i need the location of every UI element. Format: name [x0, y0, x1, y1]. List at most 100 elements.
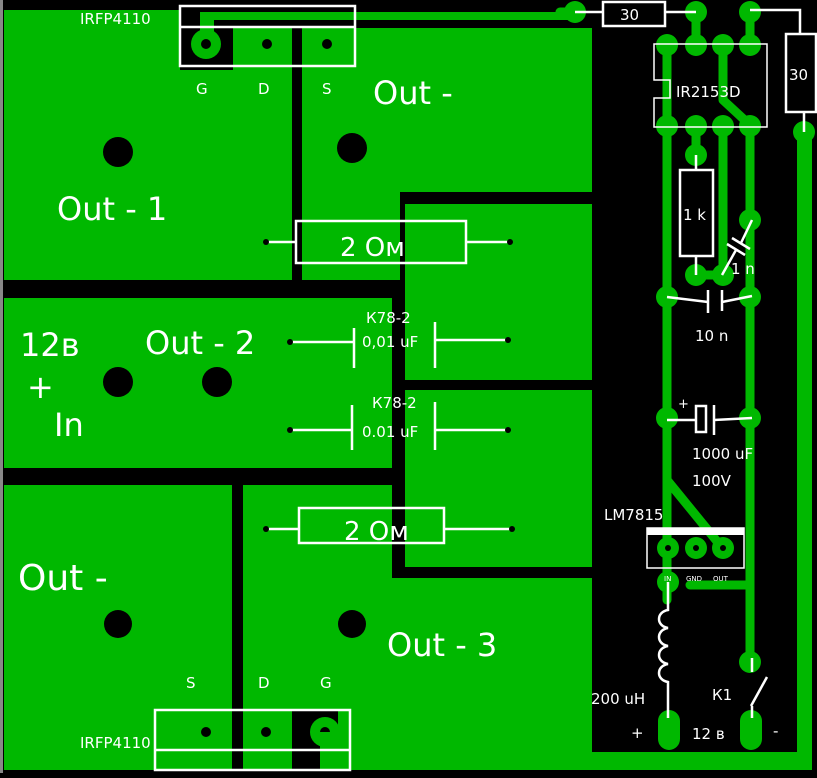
mounting-hole [202, 367, 232, 397]
pad-holes [665, 545, 726, 551]
regulator-tab [647, 528, 744, 535]
q1-drain-hole [262, 39, 272, 49]
trace-top-gate [212, 12, 575, 20]
q2-drain-hole [261, 727, 271, 737]
r30-horizontal-body [601, 0, 667, 28]
mounting-holes [103, 133, 367, 638]
capacitor-lead [739, 219, 754, 244]
resistor-top-value: 2 Ом [340, 233, 405, 263]
capacitor-2-value: 0.01 uF [362, 423, 418, 441]
resistor-lead [750, 8, 802, 34]
c1000-voltage: 100V [692, 472, 732, 490]
label-out-minus-top: Out - [373, 74, 453, 112]
lead-dots [263, 239, 515, 532]
inductor-value: 200 uH [591, 690, 645, 708]
q2-source-hole [201, 727, 211, 737]
lead-dot [507, 239, 513, 245]
trace-right-edge [797, 130, 812, 770]
capacitor-2-type: К78-2 [372, 394, 417, 412]
switch-label: К1 [712, 686, 732, 704]
lead-dot [505, 427, 511, 433]
pad [685, 34, 707, 56]
q1-outline [178, 4, 357, 68]
r30-vertical-value: 30 [789, 66, 808, 84]
capacitor-lead [713, 416, 753, 422]
label-out-3: Out - 3 [387, 626, 497, 664]
regulator-pin-out: OUT [713, 575, 729, 583]
r1k-value: 1 k [683, 206, 706, 224]
pad [739, 209, 761, 231]
c1000-value: 1000 uF [692, 445, 753, 463]
resistor-bottom-body [297, 506, 446, 545]
lead-dot [509, 526, 515, 532]
lead-dot [287, 339, 293, 345]
capacitor-1-type: К78-2 [366, 309, 411, 327]
lead-dot [287, 427, 293, 433]
trace [718, 40, 755, 130]
q2-pin-d: D [258, 674, 270, 692]
lead-dot [263, 239, 269, 245]
label-out-1: Out - 1 [57, 190, 167, 228]
c1n-value: 1 n [731, 260, 755, 278]
label-out-minus-bottom: Out - [18, 558, 108, 599]
label-input: In [54, 406, 84, 444]
plane-out-3 [243, 485, 592, 770]
r30-horizontal-value: 30 [620, 6, 639, 24]
silkscreen-layer [153, 0, 817, 772]
mounting-hole [104, 610, 132, 638]
pad [685, 115, 707, 137]
q1-pin-s: S [322, 80, 332, 98]
label-input-plus: + [27, 368, 54, 406]
capacitor-lead [720, 249, 738, 276]
plane-out-1 [4, 10, 292, 280]
q2-pin-s: S [186, 674, 196, 692]
electrolytic-plus: + [678, 397, 689, 412]
plane-out-minus-top [302, 28, 592, 280]
pad-hole [665, 545, 671, 551]
pad [739, 34, 761, 56]
ic-outline [653, 43, 768, 128]
label-input-voltage: 12в [20, 326, 80, 364]
capacitor-plate [731, 236, 751, 251]
q1-gate-hole [201, 39, 211, 49]
label-out-2: Out - 2 [145, 324, 255, 362]
mounting-hole [337, 133, 367, 163]
plane-out-2 [4, 298, 392, 468]
pad [739, 115, 761, 137]
q1-part-label: IRFP4110 [80, 10, 151, 28]
mounting-hole [338, 610, 366, 638]
supply-plus-label: + [631, 724, 644, 742]
switch-blade [749, 676, 769, 707]
mounting-hole [103, 367, 133, 397]
regulator-pin-gnd: GND [686, 575, 702, 583]
capacitor-lead [666, 295, 709, 304]
q2-part-label: IRFP4110 [80, 734, 151, 752]
regulator-label: LM7815 [604, 506, 663, 524]
supply-plus-pad [658, 710, 680, 750]
pad-hole [720, 545, 726, 551]
ic-label: IR2153D [676, 83, 741, 101]
capacitor-lead [721, 294, 753, 304]
c10n-value: 10 n [695, 327, 728, 345]
supply-minus-pad [740, 710, 762, 750]
q2-outline [153, 708, 352, 772]
lead-dot [505, 337, 511, 343]
q1-pin-d: D [258, 80, 270, 98]
pad-hole [693, 545, 699, 551]
pad [712, 34, 734, 56]
inductor-coil [657, 582, 670, 718]
plane-mid-upper [405, 204, 592, 380]
supply-minus-label: - [773, 722, 778, 740]
pad [712, 115, 734, 137]
regulator-pin-in: IN [664, 575, 671, 583]
capacitor-plate-positive [694, 404, 708, 434]
control-pads [564, 1, 815, 750]
capacitor-1-value: 0,01 uF [362, 333, 418, 351]
resistor-bottom-value: 2 Ом [344, 517, 409, 547]
q2-pin-g: G [320, 674, 332, 692]
plane-mid-lower [405, 390, 592, 567]
lead-dot [263, 526, 269, 532]
q1-pin-g: G [196, 80, 208, 98]
